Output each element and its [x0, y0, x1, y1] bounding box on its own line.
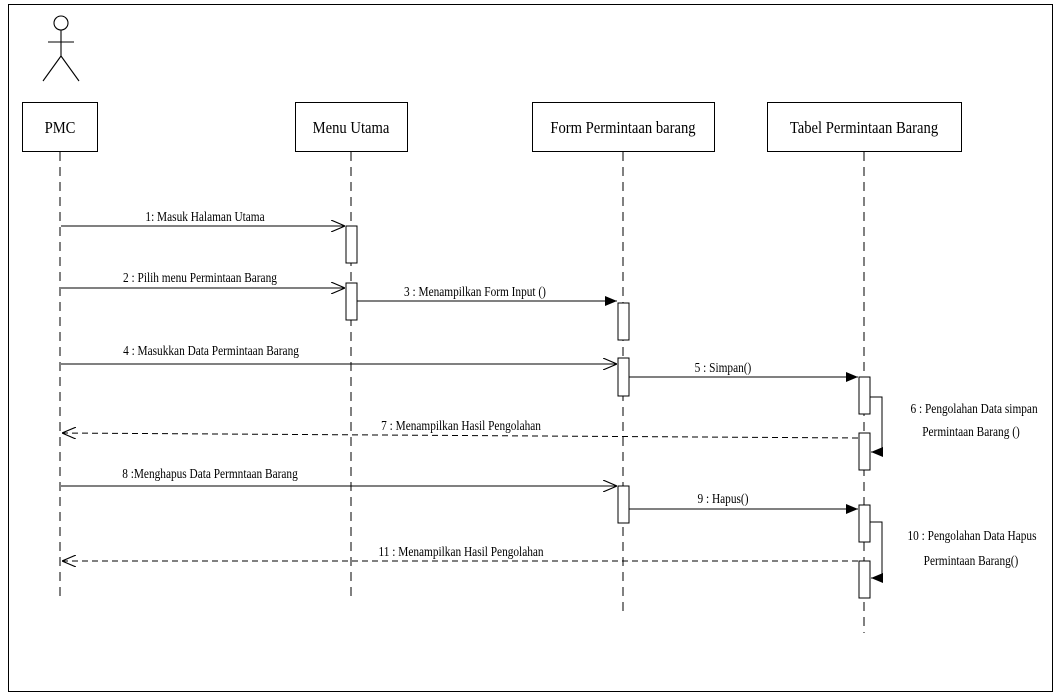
message-label-11: 11 : Menampilkan Hasil Pengolahan [379, 544, 545, 559]
lifeline-pmc: PMC [22, 102, 98, 152]
message-label-7: 7 : Menampilkan Hasil Pengolahan [381, 418, 542, 433]
message-label-10-line2: Permintaan Barang() [924, 553, 1019, 568]
activation-bar [858, 560, 871, 599]
activation-bar [858, 504, 871, 543]
lifeline-menu-utama: Menu Utama [295, 102, 408, 152]
message-label-3: 3 : Menampilkan Form Input () [404, 284, 546, 299]
lifeline-label-form-permintaan: Form Permintaan barang [550, 119, 695, 137]
message-label-9: 9 : Hapus() [698, 491, 749, 506]
message-label-6: 6 : Pengolahan Data simpan [911, 401, 1039, 416]
activation-bar [617, 357, 630, 397]
activation-bar [345, 282, 358, 321]
message-label-10: 10 : Pengolahan Data Hapus [908, 528, 1037, 543]
message-arrow-10-self [870, 521, 883, 583]
message-label-2: 2 : Pilih menu Permintaan Barang [123, 270, 277, 285]
message-label-1: 1: Masuk Halaman Utama [145, 209, 265, 224]
activation-bar [345, 225, 358, 264]
activation-bar [858, 432, 871, 471]
message-arrow-7-return [62, 433, 859, 438]
message-label-5: 5 : Simpan() [695, 360, 752, 375]
lifeline-label-tabel-permintaan: Tabel Permintaan Barang [790, 119, 938, 137]
activation-bar [617, 485, 630, 524]
message-label-4: 4 : Masukkan Data Permintaan Barang [123, 343, 299, 358]
activation-bar [858, 376, 871, 415]
message-arrow-6-self [870, 396, 883, 457]
lifeline-label-menu-utama: Menu Utama [313, 119, 390, 137]
lifeline-label-pmc: PMC [45, 119, 76, 137]
lifeline-tabel-permintaan: Tabel Permintaan Barang [767, 102, 962, 152]
activation-bar [617, 302, 630, 341]
stick-figure-icon [42, 15, 80, 82]
message-label-8: 8 :Menghapus Data Permntaan Barang [122, 466, 298, 481]
lifeline-form-permintaan: Form Permintaan barang [532, 102, 715, 152]
message-label-6-line2: Permintaan Barang () [922, 424, 1020, 439]
